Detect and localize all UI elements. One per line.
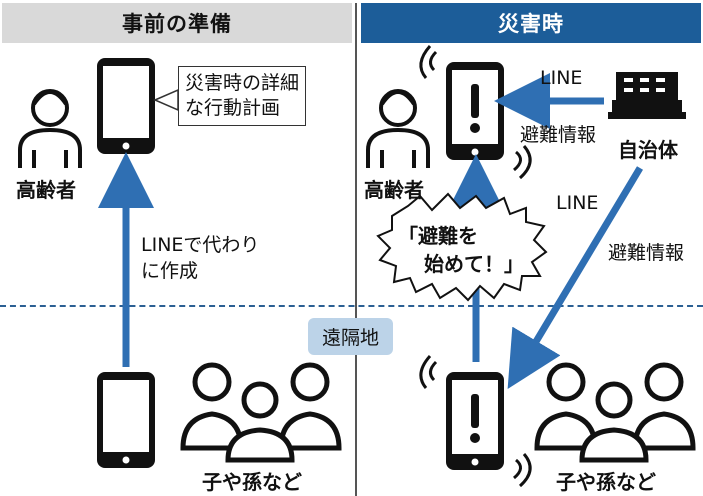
elderly-person-icon-right <box>366 89 430 168</box>
smartphone-icon-left-top <box>97 58 155 154</box>
line-proxy-note: LINEで代わり に作成 <box>141 232 259 284</box>
panel-divider <box>355 3 357 496</box>
burst-line-2: 始めて！」 <box>424 252 524 276</box>
left-header: 事前の準備 <box>2 3 352 43</box>
evacuate-now-message: 「避難を 始めて！」 <box>398 222 524 278</box>
family-label-left: 子や孫など <box>202 470 302 494</box>
arrow-municipality-to-family <box>507 166 644 390</box>
evac-info-label-diagonal: 避難情報 <box>608 242 685 264</box>
municipality-label: 自治体 <box>618 138 678 162</box>
line-label-top: LINE <box>540 67 583 89</box>
evac-info-label-top: 避難情報 <box>520 124 597 146</box>
callout-line-1: 災害時の詳細 <box>185 72 300 94</box>
callout-pointer <box>153 88 179 112</box>
family-label-right: 子や孫など <box>556 470 656 494</box>
remote-location-badge: 遠隔地 <box>308 318 394 355</box>
alert-smartphone-icon-bottom <box>419 355 532 488</box>
action-plan-callout: 災害時の詳細 な行動計画 <box>178 66 307 126</box>
municipality-building-icon <box>608 72 686 119</box>
elderly-person-icon-left <box>18 89 82 168</box>
right-header: 災害時 <box>361 3 701 43</box>
smartphone-icon-left-bottom <box>97 372 155 468</box>
remote-boundary-line <box>0 305 703 307</box>
line-label-diagonal: LINE <box>556 192 599 214</box>
elderly-label-left: 高齢者 <box>16 178 76 202</box>
family-group-icon-right <box>534 362 696 463</box>
line-proxy-line-2: に作成 <box>141 260 199 282</box>
burst-line-1: 「避難を <box>398 224 478 248</box>
callout-line-2: な行動計画 <box>185 97 281 119</box>
speech-burst-shape <box>376 192 548 302</box>
family-group-icon-left <box>180 362 342 463</box>
line-proxy-line-1: LINEで代わり <box>141 234 260 256</box>
alert-smartphone-icon-top <box>419 45 532 180</box>
elderly-label-right: 高齢者 <box>364 178 424 202</box>
